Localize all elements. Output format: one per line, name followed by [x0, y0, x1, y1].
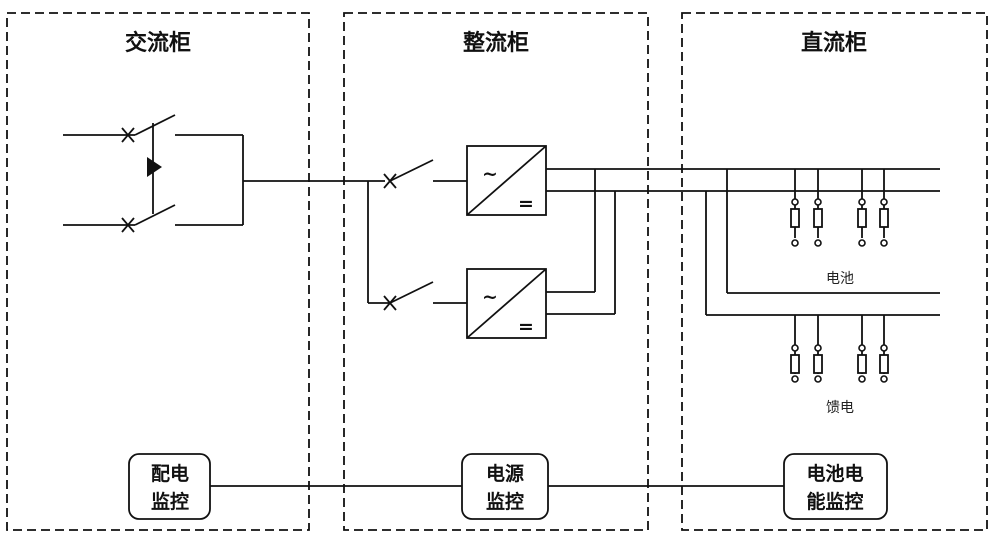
svg-text:电池电: 电池电 [806, 462, 863, 485]
battery-energy-monitor: 电池电 能监控 [783, 453, 888, 520]
ac-cabinet-frame [6, 12, 310, 531]
svg-text:监控: 监控 [486, 490, 524, 513]
ac-cabinet-title: 交流柜 [125, 30, 191, 56]
dc-symbol: = [518, 316, 534, 338]
dc-cabinet-frame [681, 12, 988, 531]
ac-wave-symbol: ~ [482, 286, 498, 308]
power-monitor: 电源 监控 [461, 453, 549, 520]
battery-branch-bus [726, 169, 940, 294]
fuse-branch [813, 315, 823, 383]
svg-text:电源: 电源 [486, 462, 524, 485]
feeder-fuse-group [790, 315, 889, 383]
fuse-branch [879, 169, 889, 247]
fuse-branch [790, 315, 800, 383]
interlock-arrow-icon [147, 157, 162, 177]
fuse-branch [813, 169, 823, 247]
ac-input-1 [63, 114, 243, 143]
fuse-branch [790, 169, 800, 247]
rectifier-cabinet-title: 整流柜 [463, 30, 529, 56]
ac-wave-symbol: ~ [482, 163, 498, 185]
ac-input-2 [63, 204, 243, 233]
svg-text:配电: 配电 [151, 462, 189, 485]
dc-cabinet-title: 直流柜 [801, 30, 867, 56]
rectifier-2-output [546, 169, 616, 315]
rectifier-module-2: ~ = [466, 268, 547, 339]
dc-symbol: = [518, 193, 534, 215]
rectifier-breaker-1 [383, 159, 467, 189]
transfer-interlock [147, 123, 162, 214]
feeder-label: 馈电 [826, 400, 854, 416]
fuse-branch [857, 169, 867, 247]
fuse-branch [857, 315, 867, 383]
svg-text:能监控: 能监控 [806, 490, 863, 513]
battery-fuse-group [790, 169, 889, 247]
rectifier-module-1: ~ = [466, 145, 547, 216]
rectifier-cabinet-frame [343, 12, 649, 531]
battery-label: 电池 [826, 271, 854, 287]
feeder-branch-bus [705, 191, 940, 316]
distribution-monitor: 配电 监控 [128, 453, 211, 520]
rectifier-breaker-2 [368, 281, 467, 311]
fuse-branch [879, 315, 889, 383]
svg-text:监控: 监控 [151, 490, 189, 513]
